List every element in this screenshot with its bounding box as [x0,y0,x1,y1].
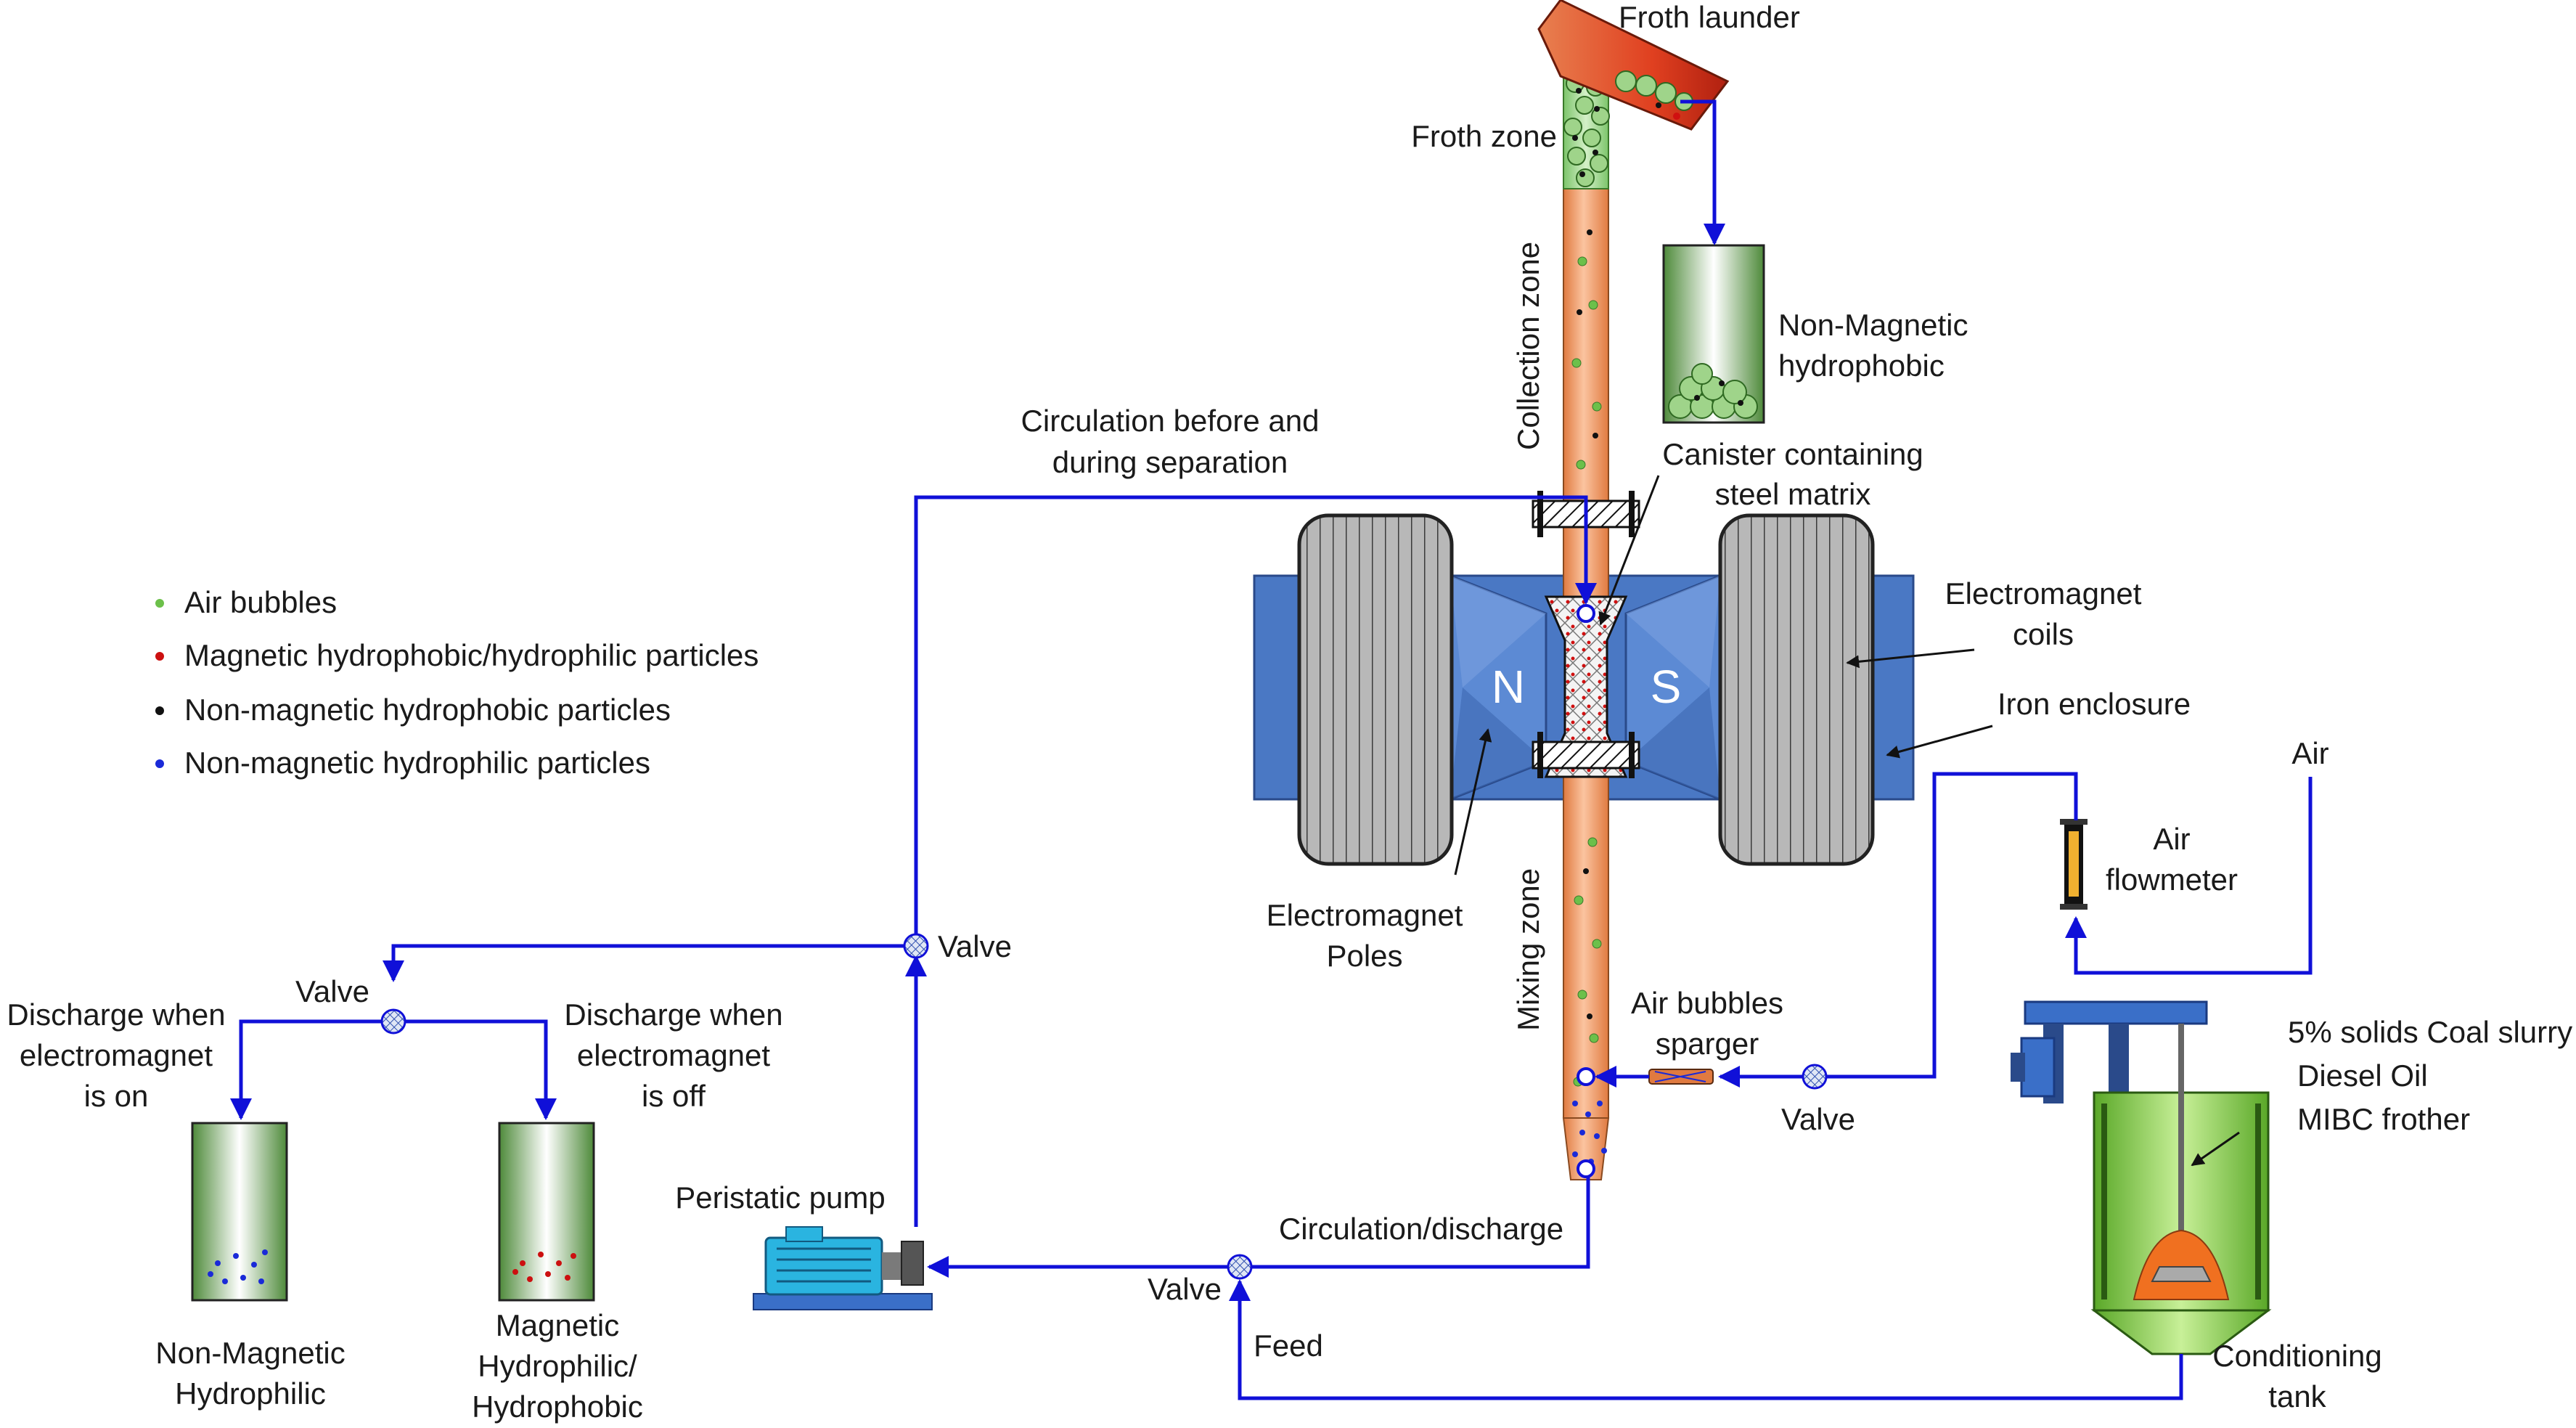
label-mixing-zone: Mixing zone [1511,868,1545,1031]
label-air-flowmeter-2: flowmeter [2106,862,2238,897]
valve-bottom-icon [1227,1254,1253,1280]
label-canister-1: Canister containing [1662,437,1923,471]
label-em-poles-1: Electromagnet [1267,898,1463,932]
label-valve-sparger: Valve [1781,1102,1855,1136]
pole-n-label: N [1492,661,1525,713]
column-air-bubbles [1571,256,1602,1087]
label-coal-slurry: 5% solids Coal slurry [2288,1015,2572,1049]
legend-label-magnetic: Magnetic hydrophobic/hydrophilic particl… [184,638,759,672]
legend-label-nm-hydrophilic: Non-magnetic hydrophilic particles [184,746,650,780]
air-flowmeter [2060,819,2088,910]
bottom-outlet [1577,1159,1595,1178]
sparger-inlet [1577,1067,1595,1086]
valves [380,933,1828,1280]
electromagnet: N S [1253,513,1915,866]
labels: Froth launder Froth zone Collection zone… [7,0,2572,1424]
label-em-poles-2: Poles [1326,939,1402,973]
circulation-inlet [1577,604,1595,623]
left-coil [1297,513,1454,866]
label-magnetic-2: Hydrophilic/ [478,1349,637,1383]
legend-label-air-bubbles: Air bubbles [184,585,338,619]
pipe-feed [1229,1279,2183,1400]
label-discharge-on-3: is on [84,1079,149,1113]
label-feed: Feed [1254,1329,1323,1363]
column-lower [1563,776,1609,1119]
lower-flange [1532,740,1640,770]
label-sparger-1: Air bubbles [1631,986,1783,1020]
label-conditioning-2: tank [2268,1379,2326,1413]
pipe-magnet-off [393,1019,557,1120]
label-em-coils-2: coils [2013,617,2074,651]
label-nm-hydrophilic-2: Hydrophilic [175,1376,326,1411]
air-bubbles-sparger [1648,1069,1714,1085]
legend-dot-nm-hydrophobic [155,706,164,715]
legend-dot-air-bubbles [155,599,164,608]
label-mibc-frother: MIBC frother [2297,1102,2470,1136]
valve-sparger-icon [1802,1064,1828,1090]
label-air-flowmeter-1: Air [2153,822,2190,856]
pole-s-label: S [1651,661,1682,713]
non-magnetic-hydrophobic-jar [1662,244,1765,424]
legend-dot-nm-hydrophilic [155,759,164,768]
label-discharge-off-2: electromagnet [577,1038,770,1072]
froth-launder [1537,0,1730,131]
column-hydrophobic-particles [1577,229,1598,1019]
label-discharge-off-3: is off [642,1079,706,1113]
label-valve-split: Valve [295,974,369,1008]
pipe-air-input [2065,777,2313,975]
label-iron-enclosure: Iron enclosure [1998,687,2191,721]
label-nm-hydrophobic-2: hydrophobic [1778,348,1945,383]
label-magnetic-1: Magnetic [496,1308,619,1342]
legend-label-nm-hydrophobic: Non-magnetic hydrophobic particles [184,693,671,727]
pipe-circulation-top [914,495,1597,1227]
pipe-magnet-on [230,1019,393,1120]
label-valve-bottom: Valve [1148,1272,1222,1306]
pointer-lines [1454,475,2240,1167]
label-circulation-discharge: Circulation/discharge [1279,1212,1563,1246]
label-nm-hydrophobic-1: Non-Magnetic [1778,308,1968,342]
label-peristatic-pump: Peristatic pump [675,1180,885,1215]
flotation-column [1532,72,1640,1180]
label-froth-launder: Froth launder [1619,0,1800,34]
label-em-coils-1: Electromagnet [1945,576,2142,611]
label-froth-zone: Froth zone [1411,119,1557,153]
label-discharge-off-1: Discharge when [564,997,782,1032]
magnetic-jar [498,1122,595,1302]
canister [1544,595,1628,778]
label-collection-zone: Collection zone [1511,242,1545,450]
label-sparger-2: sparger [1656,1027,1759,1061]
label-discharge-on-2: electromagnet [20,1038,213,1072]
label-magnetic-3: Hydrophobic [472,1390,643,1424]
label-circulation-before-1: Circulation before and [1021,404,1320,438]
peristaltic-pump [753,1226,933,1310]
non-magnetic-hydrophilic-jar [191,1122,288,1302]
label-nm-hydrophilic-1: Non-Magnetic [155,1336,345,1370]
valve-upper-icon [903,933,929,959]
legend-dot-magnetic [155,652,164,661]
valve-split-icon [380,1008,406,1035]
pipe-network [230,99,2313,1400]
conditioning-tank [2011,1000,2272,1355]
label-circulation-before-2: during separation [1052,445,1288,479]
label-air: Air [2291,736,2328,770]
column-hydrophilic-particles [1572,1101,1607,1164]
pipe-to-split-valve [383,944,916,982]
label-valve-upper: Valve [938,929,1012,963]
right-coil [1718,513,1875,866]
label-conditioning-1: Conditioning [2212,1339,2382,1373]
label-discharge-on-1: Discharge when [7,997,225,1032]
pipe-column-to-pump [927,1178,1590,1278]
label-diesel-oil: Diesel Oil [2297,1058,2428,1093]
label-canister-2: steel matrix [1715,477,1871,511]
pipe-air-to-sparger [1718,772,2078,1088]
pipe-launder-to-jar [1680,99,1725,245]
